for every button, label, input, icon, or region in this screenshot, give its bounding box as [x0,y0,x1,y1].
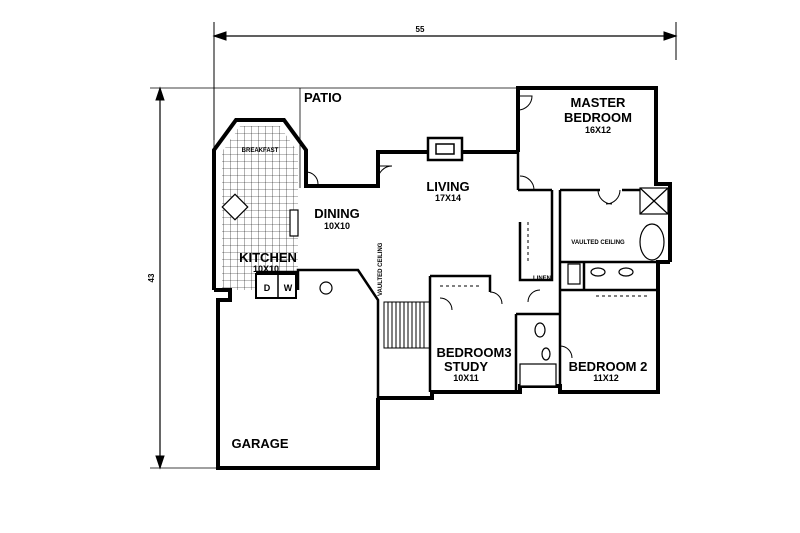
bedroom3-label-line2: STUDY [444,359,488,374]
living-size: 17X14 [435,193,461,203]
interior-walls [255,136,670,398]
bedroom2-label: BEDROOM 2 [569,359,648,374]
dining-size: 10X10 [324,221,350,231]
vaulted-ceiling-bath: VAULTED CEILING [571,240,625,246]
closet-rails [440,222,650,297]
master-bedroom-size: 16X12 [585,125,611,135]
depth-dimension-label: 43 [147,273,156,282]
dining-label: DINING [314,206,360,221]
width-dimension-label: 55 [416,25,425,34]
depth-dimension [150,86,300,470]
kitchen-tile-floor [222,126,298,290]
bedroom2-size: 11X12 [593,373,619,383]
master-bedroom-label-line2: BEDROOM [564,110,632,125]
master-bedroom-label-line1: MASTER [571,95,627,110]
patio-label: PATIO [304,90,342,105]
vaulted-ceiling-living: VAULTED CEILING [378,242,384,296]
breakfast-label: BREAKFAST [242,148,279,154]
kitchen-label: KITCHEN [239,250,297,265]
stairs [383,301,431,349]
bedroom3-label-line1: BEDROOM3 [436,345,511,360]
linen-label: LINEN [533,276,551,282]
garage-label: GARAGE [231,436,288,451]
dryer-label: D [264,283,271,293]
door-swings [305,95,621,359]
width-dimension [212,22,678,140]
kitchen-size: 10X10 [253,264,279,274]
washer-label: W [284,283,293,293]
bath-fixtures [221,187,669,387]
bedroom3-size: 10X11 [453,373,479,383]
living-label: LIVING [426,179,469,194]
